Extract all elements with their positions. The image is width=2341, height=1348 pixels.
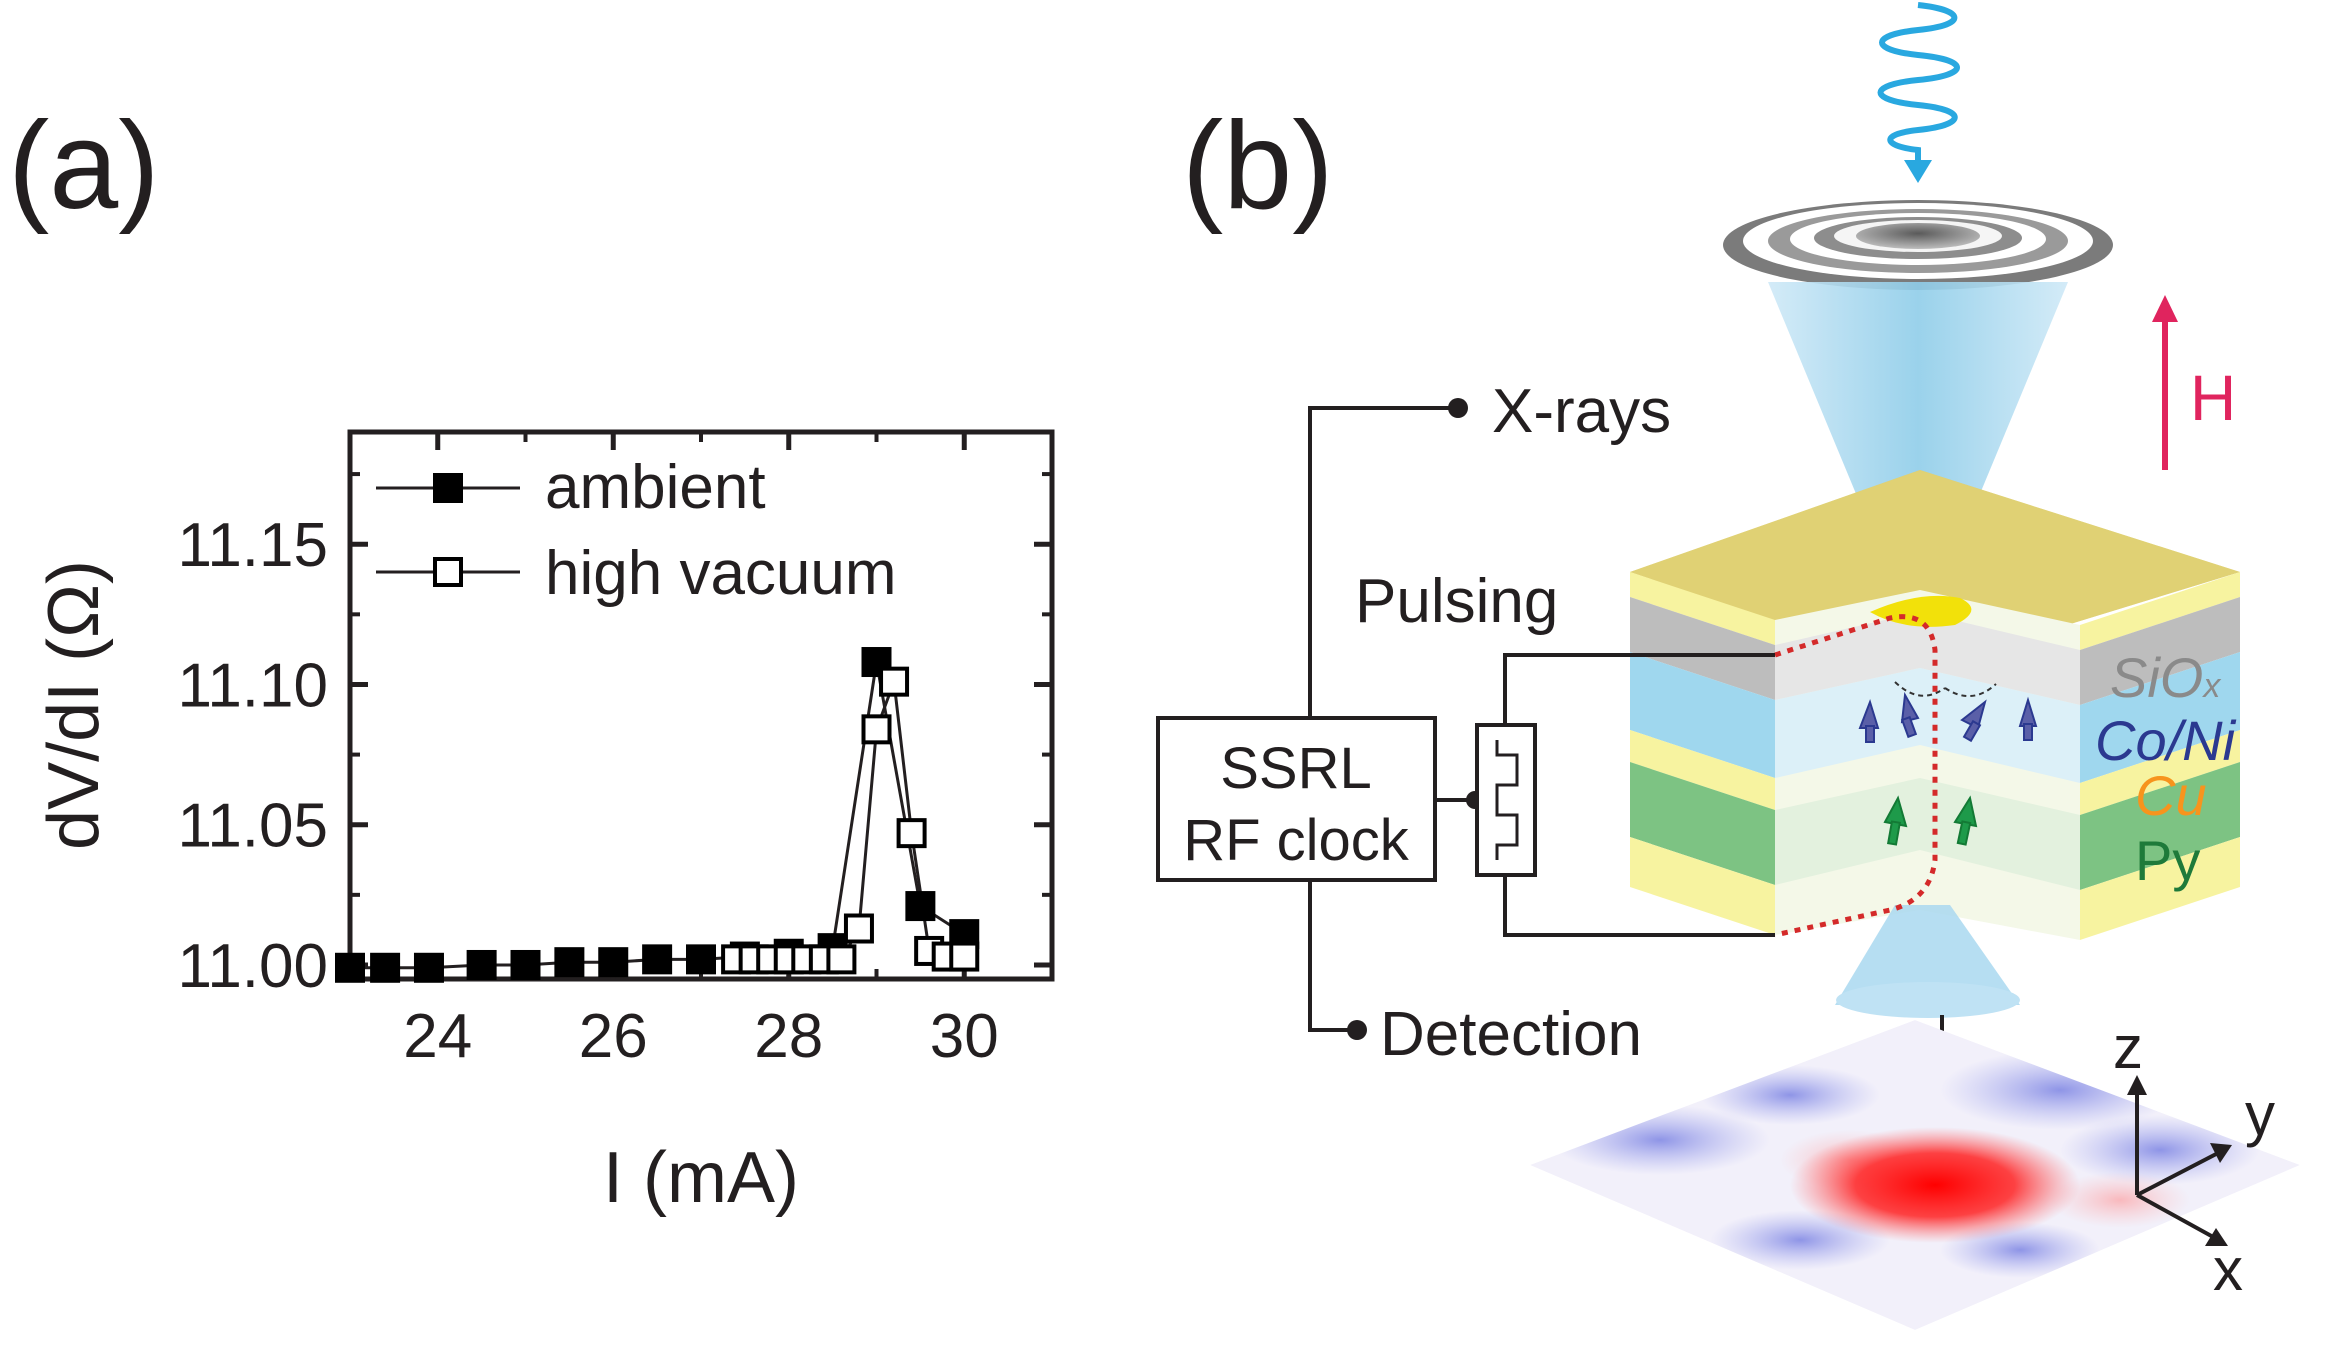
data-point-high-vacuum — [861, 714, 892, 745]
multilayer-stack — [1630, 470, 2240, 1018]
layer-label-cu: Cu — [2135, 764, 2207, 827]
polarizer-arrows — [1883, 795, 1978, 846]
xray-spiral-icon — [1877, 2, 1960, 183]
focused-beam — [1768, 282, 2068, 590]
legend-entry-high-vacuum: high vacuum — [376, 539, 897, 608]
zone-plate-icon — [1723, 200, 2113, 290]
panel-b-label: (b) — [1182, 97, 1334, 235]
xray-terminal — [1448, 398, 1468, 418]
pulse-generator-box — [1475, 723, 1537, 877]
data-point-high-vacuum — [843, 913, 874, 944]
magnetization-arrows — [1858, 681, 2038, 743]
xmcd-image — [1530, 1020, 2300, 1330]
x-axis-label: I (mA) — [603, 1138, 799, 1218]
panel-a-label: (a) — [8, 97, 160, 235]
pulse-waveform-icon — [1495, 740, 1519, 860]
detection-terminal — [1347, 1020, 1367, 1040]
legend-entry-ambient: ambient — [376, 453, 766, 522]
panel-a-chart: 24 26 28 30 11.00 11.05 11.10 11.15 I (mA) dV/d… — [34, 429, 1055, 1218]
data-point-ambient — [466, 949, 497, 980]
data-point-ambient — [686, 944, 716, 975]
field-arrow-icon — [2152, 295, 2178, 470]
data-point-ambient — [370, 952, 401, 983]
data-point-ambient — [905, 891, 936, 922]
y-tick-label: 11.15 — [177, 511, 328, 580]
xrays-label: X-rays — [1492, 377, 1671, 446]
legend: ambient high vacuum — [376, 453, 897, 608]
series-markers — [335, 647, 980, 983]
layer-label-coni: Co/Ni — [2095, 709, 2237, 772]
circuit-wiring — [1308, 406, 1775, 1032]
rf-clock-box — [1156, 716, 1437, 882]
data-point-high-vacuum — [896, 818, 927, 849]
field-label: H — [2190, 362, 2236, 434]
x-tick-label: 26 — [579, 1002, 648, 1071]
x-tick-label: 28 — [754, 1002, 823, 1071]
axis-y-label: y — [2245, 1081, 2275, 1148]
legend-label-high-vacuum: high vacuum — [545, 539, 897, 608]
axis-z-label: z — [2113, 1014, 2143, 1081]
coordinate-axes — [2127, 1075, 2232, 1246]
legend-label-ambient: ambient — [545, 453, 766, 522]
current-path — [1774, 614, 1938, 938]
data-point-ambient — [642, 944, 673, 975]
rf-clock-line2: RF clock — [1183, 808, 1410, 873]
data-point-high-vacuum — [879, 666, 910, 697]
y-tick-label: 11.05 — [177, 792, 328, 861]
y-tick-label: 11.00 — [177, 932, 328, 1001]
x-tick-label: 30 — [930, 1002, 999, 1071]
layer-label-py: Py — [2135, 829, 2200, 892]
x-tick-label: 24 — [403, 1002, 472, 1071]
layer-label-siox: SiOx — [2110, 646, 2221, 709]
pulsing-label: Pulsing — [1355, 567, 1558, 636]
axis-ticks: 24 26 28 30 11.00 11.05 11.10 11.15 — [177, 432, 1054, 1071]
axis-x-label: x — [2213, 1236, 2243, 1303]
data-point-ambient — [554, 947, 585, 978]
detection-label: Detection — [1380, 1000, 1642, 1069]
y-axis-label: dV/dI (Ω) — [34, 560, 114, 850]
data-point-ambient — [335, 952, 365, 983]
data-point-high-vacuum — [949, 941, 980, 972]
data-point-ambient — [510, 949, 541, 980]
y-tick-label: 11.10 — [177, 651, 328, 720]
rf-clock-line1: SSRL — [1220, 736, 1372, 801]
data-point-high-vacuum — [826, 944, 857, 975]
data-point-ambient — [598, 947, 629, 978]
data-point-ambient — [413, 952, 444, 983]
